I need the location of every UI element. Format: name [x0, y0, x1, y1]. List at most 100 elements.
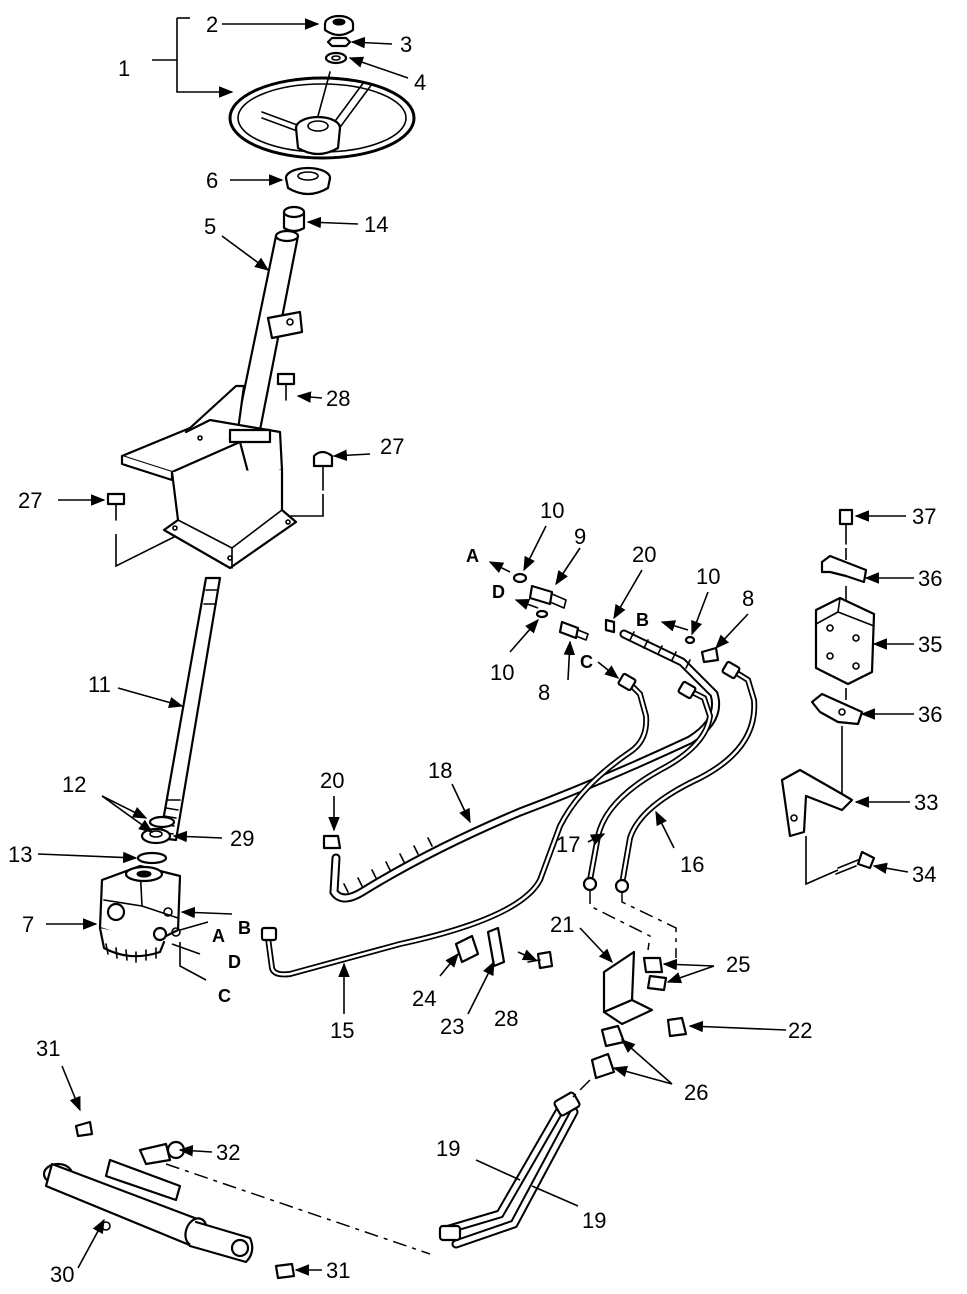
port-a-upper: A [466, 546, 479, 566]
callout-19a: 19 [436, 1136, 460, 1161]
callout-11: 11 [88, 672, 111, 697]
callout-20b: 20 [320, 768, 344, 793]
clip-20-upper [604, 618, 616, 634]
callout-10a: 10 [540, 498, 564, 523]
fitting-25 [642, 956, 668, 992]
grease-nipple-31-lower [274, 1262, 296, 1280]
port-c-gear: C [218, 986, 231, 1006]
callout-26: 26 [684, 1080, 708, 1105]
spacer-24 [454, 934, 480, 964]
callout-28b: 28 [494, 1006, 518, 1031]
callout-3: 3 [400, 32, 412, 57]
callout-17: 17 [556, 832, 580, 857]
steering-gear-box [98, 864, 182, 963]
column-support-bracket [120, 384, 298, 570]
hose-18 [329, 629, 720, 903]
callout-25: 25 [726, 952, 750, 977]
bracket-21 [602, 950, 654, 1026]
callout-19b: 19 [582, 1208, 606, 1233]
callout-1: 1 [118, 56, 130, 81]
callout-7: 7 [22, 912, 34, 937]
steering-shaft [158, 576, 222, 842]
seal-29 [140, 827, 172, 845]
fitting-8-left [558, 620, 589, 641]
grease-nipple-31-upper [74, 1120, 94, 1138]
callout-23: 23 [440, 1014, 464, 1039]
tube-16 [614, 667, 758, 894]
fitting-9 [528, 584, 567, 609]
callout-14: 14 [364, 212, 388, 237]
callout-36b: 36 [918, 702, 942, 727]
callout-21: 21 [550, 912, 574, 937]
steering-wheel-cap [323, 14, 355, 37]
callout-24: 24 [412, 986, 436, 1011]
callout-6: 6 [206, 168, 218, 193]
callout-28a: 28 [326, 386, 350, 411]
callout-37: 37 [912, 504, 936, 529]
callout-20a: 20 [632, 542, 656, 567]
callout-10b: 10 [490, 660, 514, 685]
seal-12 [148, 815, 176, 829]
clamp-36-upper [820, 554, 868, 584]
port-d-gear: D [228, 952, 241, 972]
callout-29: 29 [230, 826, 254, 851]
fitting-8-right [700, 646, 720, 664]
callout-2: 2 [206, 12, 218, 37]
callout-35: 35 [918, 632, 942, 657]
bolt-27-left [106, 492, 126, 521]
o-ring-10-b [684, 635, 696, 645]
o-ring-10-d [535, 609, 549, 619]
leaders [37, 17, 914, 1276]
clamp-36-lower [810, 692, 864, 726]
callout-10c: 10 [696, 564, 720, 589]
callout-5: 5 [204, 214, 216, 239]
callout-15: 15 [330, 1018, 354, 1043]
callout-9: 9 [574, 524, 586, 549]
bolt-27-right [312, 450, 334, 491]
callout-31b: 31 [326, 1258, 350, 1283]
bracket-33 [780, 768, 854, 838]
bolt-34 [835, 850, 876, 875]
callout-labels: 1 2 3 4 5 6 7 8 8 9 10 10 10 11 12 13 14… [8, 12, 942, 1287]
column-bushing [282, 205, 306, 233]
clip-20-lower [322, 834, 342, 850]
column-bearing [284, 166, 332, 196]
callout-8b: 8 [742, 586, 754, 611]
callout-22: 22 [788, 1018, 812, 1043]
washer-13 [136, 851, 168, 865]
callout-31a: 31 [36, 1036, 60, 1061]
port-d-upper: D [492, 582, 505, 602]
callout-12: 12 [62, 772, 86, 797]
elbow-32 [138, 1140, 186, 1166]
callout-18: 18 [428, 758, 452, 783]
callout-27a: 27 [380, 434, 404, 459]
callout-32: 32 [216, 1140, 240, 1165]
callout-16: 16 [680, 852, 704, 877]
tube-15 [260, 679, 650, 978]
clamp-23 [486, 926, 506, 968]
bolt-22 [666, 1016, 688, 1038]
pad-35 [814, 596, 876, 686]
port-labels: A B C D A B C D [212, 546, 649, 1006]
port-b-upper: B [636, 610, 649, 630]
steering-nut [326, 36, 352, 48]
steering-column-tube [234, 229, 304, 432]
callout-34: 34 [912, 862, 936, 887]
callout-33: 33 [914, 790, 938, 815]
callout-4: 4 [414, 70, 426, 95]
callout-8a: 8 [538, 680, 550, 705]
steering-wheel [228, 71, 416, 160]
port-a-gear: A [212, 926, 225, 946]
steering-washer [324, 51, 348, 65]
callout-30: 30 [50, 1262, 74, 1287]
port-b-gear: B [238, 918, 251, 938]
hoses-19 [438, 1091, 581, 1249]
bolt-28-upper [276, 372, 296, 401]
callout-27b: 27 [18, 488, 42, 513]
bolt-37 [838, 508, 854, 545]
bolt-28-lower [527, 950, 554, 970]
callout-13: 13 [8, 842, 32, 867]
port-c-upper: C [580, 652, 593, 672]
hydraulic-cylinder [42, 1158, 254, 1264]
